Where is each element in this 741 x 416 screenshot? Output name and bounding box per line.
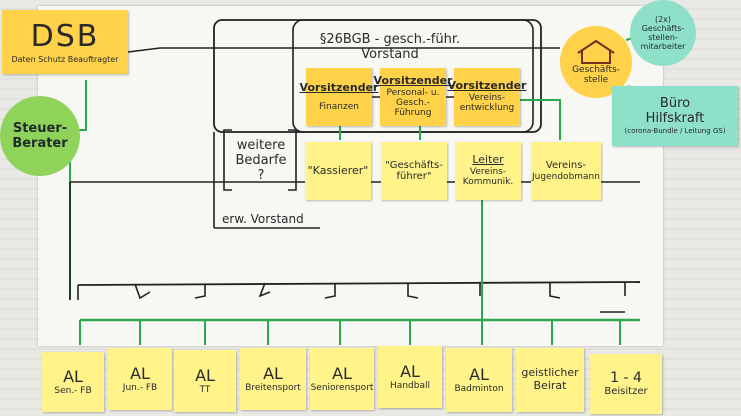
steuer-line1: Steuer- — [12, 121, 68, 136]
gf-line2: führer" — [396, 171, 432, 182]
sen-fb-line1: AL — [63, 366, 83, 386]
breitensport-line1: AL — [263, 363, 283, 383]
vorstand-frame-line — [292, 19, 534, 133]
bottom-note-sen-fb: AL Sen.- FB — [42, 352, 104, 412]
weitere-line2: Bedarfe ? — [235, 153, 287, 183]
bottom-note-badminton: AL Badminton — [446, 348, 512, 412]
jugend-line2: Jugendobmann — [532, 171, 600, 182]
board-finanzen-title: Vorsitzender — [299, 80, 379, 94]
seniorensport-line1: AL — [332, 363, 352, 383]
mitarbeiter-line3: mitarbeiter — [640, 42, 686, 51]
seniorensport-line2: Seniorensport — [310, 383, 374, 394]
jugend-line1: Vereins- — [545, 160, 587, 172]
bracket-right — [288, 129, 297, 191]
buero-line1: Büro — [659, 96, 691, 112]
mitarbeiter-circle: (2x) Geschäfts- stellen- mitarbeiter — [630, 0, 696, 66]
green-drops — [79, 320, 621, 345]
buero-line3: (corona-Bundle / Leitung GS) — [624, 126, 726, 135]
beirat-line1: geistlicher — [521, 366, 579, 380]
buero-line2: Hilfskraft — [645, 110, 705, 126]
beirat-line2: Beirat — [533, 379, 567, 392]
gf-line1: "Geschäfts- — [385, 159, 443, 171]
gs-line1: Geschäfts- — [572, 65, 620, 75]
jun-fb-line2: Jun.- FB — [122, 383, 158, 394]
board-personal-text: Personal- u. Gesch.-Führung — [386, 87, 440, 119]
mitarbeiter-line2: stellen- — [648, 33, 678, 42]
steuer-line2: Berater — [12, 136, 68, 151]
gs-line2: stelle — [583, 75, 609, 85]
middle-note-jugendobmann: Vereins- Jugendobmann — [531, 142, 601, 200]
mitarbeiter-count: (2x) — [654, 15, 672, 24]
bottom-note-handball: AL Handball — [378, 346, 442, 408]
bottom-note-tt: AL TT — [174, 350, 236, 412]
steuerberater-circle: Steuer- Berater — [0, 96, 80, 176]
middle-note-geschaeftsfuehrer: "Geschäfts- führer" — [381, 142, 447, 200]
vorstand-label: §26BGB - gesch.-führ. Vorstand — [310, 32, 470, 62]
house-icon — [577, 39, 615, 64]
board-note-finanzen: Vorsitzender Finanzen — [300, 68, 378, 126]
tt-line2: TT — [199, 385, 211, 396]
division-bar-black — [77, 281, 641, 286]
breitensport-line2: Breitensport — [245, 383, 301, 394]
board-note-personal: Vorsitzender Personal- u. Gesch.-Führung — [374, 68, 452, 126]
board-finanzen-text: Finanzen — [319, 102, 359, 113]
dsb-note: DSB Daten Schutz Beauftragter — [2, 10, 128, 74]
weitere-bedarfe-label: weitere Bedarfe ? — [230, 138, 292, 183]
handball-line2: Handball — [390, 381, 430, 392]
bottom-note-jun-fb: AL Jun.- FB — [108, 348, 172, 410]
dsb-title: DSB — [30, 19, 100, 55]
bottom-note-breitensport: AL Breitensport — [240, 348, 306, 410]
handball-line1: AL — [400, 361, 420, 381]
buero-note: Büro Hilfskraft (corona-Bundle / Leitung… — [612, 86, 738, 146]
middle-note-kassierer: "Kassierer" — [305, 142, 371, 200]
badminton-line2: Badminton — [454, 384, 504, 395]
bottom-note-beisitzer: 1 - 4 Beisitzer — [590, 354, 662, 414]
bottom-note-beirat: geistlicher Beirat — [516, 348, 584, 412]
badminton-line1: AL — [469, 364, 489, 384]
kommunikation-line1: Leiter — [472, 153, 504, 167]
tt-line1: AL — [195, 365, 215, 385]
erw-vorstand-label: erw. Vorstand — [222, 212, 304, 226]
dsb-connector — [127, 47, 560, 53]
board-entwicklung-text: Vereins-entwicklung — [459, 92, 515, 114]
board-note-entwicklung: Vorsitzender Vereins-entwicklung — [448, 68, 526, 126]
kassierer-line1: "Kassierer" — [307, 163, 369, 177]
mitarbeiter-line1: Geschäfts- — [641, 24, 685, 33]
vorstand-line1: §26BGB - gesch.-führ. — [319, 32, 461, 47]
dsb-subtitle: Daten Schutz Beauftragter — [11, 54, 119, 64]
vorstand-line2: Vorstand — [361, 47, 419, 62]
board-personal-title: Vorsitzender — [373, 74, 453, 88]
sen-fb-line2: Sen.- FB — [54, 386, 92, 397]
middle-note-kommunikation: Leiter Vereins-Kommunik. — [455, 142, 521, 200]
kommunikation-line2: Vereins-Kommunik. — [462, 166, 514, 188]
division-ticks — [77, 282, 626, 313]
bottom-note-seniorensport: AL Seniorensport — [310, 348, 374, 410]
weitere-line1: weitere — [236, 138, 286, 153]
board-entwicklung-title: Vorsitzender — [447, 79, 527, 93]
bracket-left — [223, 129, 232, 191]
beisitzer-line2: Beisitzer — [604, 386, 648, 398]
beisitzer-line1: 1 - 4 — [610, 370, 642, 387]
jun-fb-line1: AL — [130, 363, 150, 383]
